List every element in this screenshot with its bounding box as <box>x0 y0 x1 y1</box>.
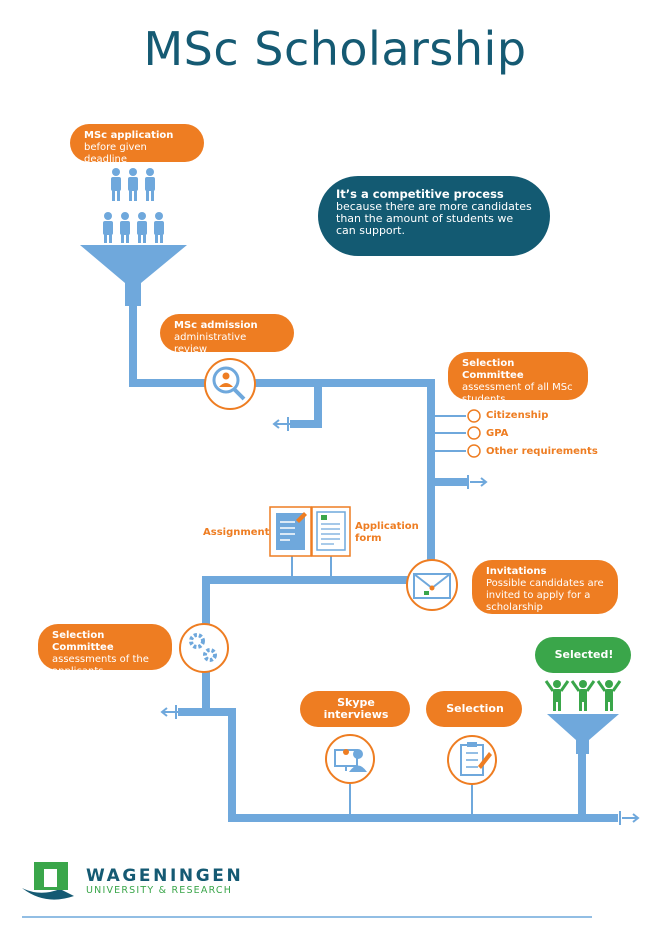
pipe-upper <box>129 300 435 567</box>
selection-committee-title: Selection Committee <box>462 358 524 381</box>
exit-arrow-icon <box>467 475 488 489</box>
document-icon <box>269 506 312 557</box>
criteria-other: Other requirements <box>486 446 598 457</box>
msc-admission-label: MSc admission administrative review <box>160 314 294 355</box>
selection-committee-2-title: Selection Committee <box>52 630 114 653</box>
exit-arrow-icon <box>160 705 178 719</box>
criteria-circle <box>467 444 481 458</box>
selection-committee-sub: assessment of all MSc students <box>462 382 573 405</box>
selection-committee-2-label: Selection Committee assessments of the a… <box>38 624 172 677</box>
assignment-label: Assignment <box>203 527 270 538</box>
funnel-icon <box>80 245 187 306</box>
envelope-icon <box>406 559 458 611</box>
exit-arrow-icon <box>272 417 290 431</box>
checklist-icon <box>447 735 497 785</box>
msc-admission-sub: administrative review <box>174 332 247 355</box>
criteria-circle <box>467 409 481 423</box>
invitations-title: Invitations <box>486 566 547 577</box>
invitations-sub: Possible candidates are invited to apply… <box>486 578 604 613</box>
wur-logo-icon <box>22 862 74 900</box>
criteria-citizenship: Citizenship <box>486 410 549 421</box>
selected-people-icon <box>544 680 622 711</box>
competitive-process-note: It’s a competitive process because there… <box>318 176 550 256</box>
gears-icon <box>179 623 229 673</box>
invitations-label: Invitations Possible candidates are invi… <box>472 560 618 614</box>
logo-name: WAGENINGEN <box>86 866 244 886</box>
magnifier-person-icon <box>204 358 256 410</box>
exit-arrow-icon <box>619 811 640 825</box>
people-icon <box>103 168 164 243</box>
msc-application-label: MSc application before given deadline <box>70 124 204 165</box>
pipe-reject-1 <box>290 383 322 428</box>
selected-label: Selected! <box>535 637 631 673</box>
criteria-circle <box>467 426 481 440</box>
msc-application-title: MSc application <box>84 130 174 141</box>
logo-sub: UNIVERSITY & RESEARCH <box>86 885 233 896</box>
page-title: MSc Scholarship <box>143 22 527 76</box>
criteria-gpa: GPA <box>486 428 509 439</box>
selection-committee-2-sub: assessments of the applicants <box>52 654 149 677</box>
competitive-title: It’s a competitive process <box>336 187 504 201</box>
pipe-lower <box>206 708 618 822</box>
application-form-label: Application form <box>355 521 419 544</box>
msc-application-sub: before given deadline <box>84 142 147 165</box>
headset-person-icon <box>325 734 375 784</box>
selection-label: Selection <box>426 691 522 727</box>
selection-committee-label: Selection Committee assessment of all MS… <box>448 352 588 405</box>
funnel-icon <box>547 714 619 754</box>
skype-interviews-label: Skype interviews <box>300 691 410 727</box>
msc-admission-title: MSc admission <box>174 320 258 331</box>
competitive-text: because there are more candidates than t… <box>336 200 532 237</box>
document-icon <box>311 506 351 557</box>
